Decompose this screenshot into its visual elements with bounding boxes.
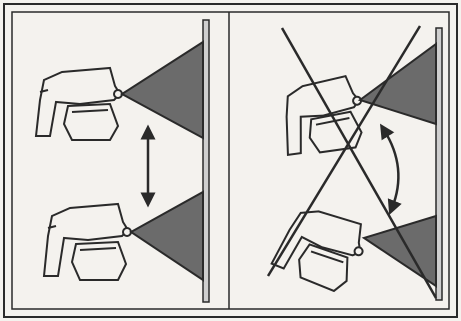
spray-gun-top: [36, 68, 122, 140]
outer-frame: [4, 4, 457, 317]
